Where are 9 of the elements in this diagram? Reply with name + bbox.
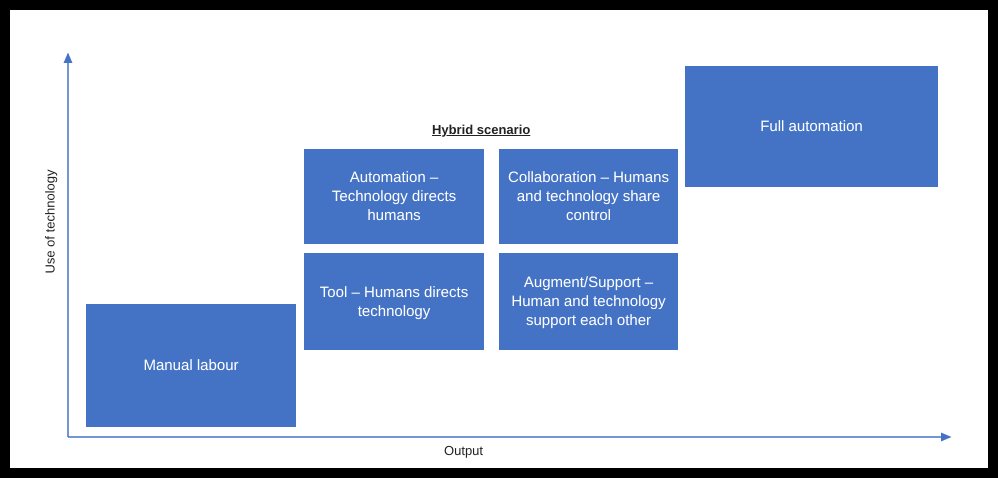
axis-title: Output bbox=[444, 443, 484, 458]
scenario-box: Full automation bbox=[685, 66, 938, 187]
scenario-box: Tool – Humans directs technology bbox=[304, 253, 484, 350]
scenario-box: Automation – Technology directs humans bbox=[304, 149, 484, 244]
scenario-box: Manual labour bbox=[86, 304, 296, 427]
group-heading: Hybrid scenario bbox=[432, 122, 530, 137]
axis-title: Use of technology bbox=[42, 168, 58, 276]
scenario-box: Collaboration – Humans and technology share control bbox=[499, 149, 678, 244]
scenario-box: Augment/Support – Human and technology support each other bbox=[499, 253, 678, 350]
